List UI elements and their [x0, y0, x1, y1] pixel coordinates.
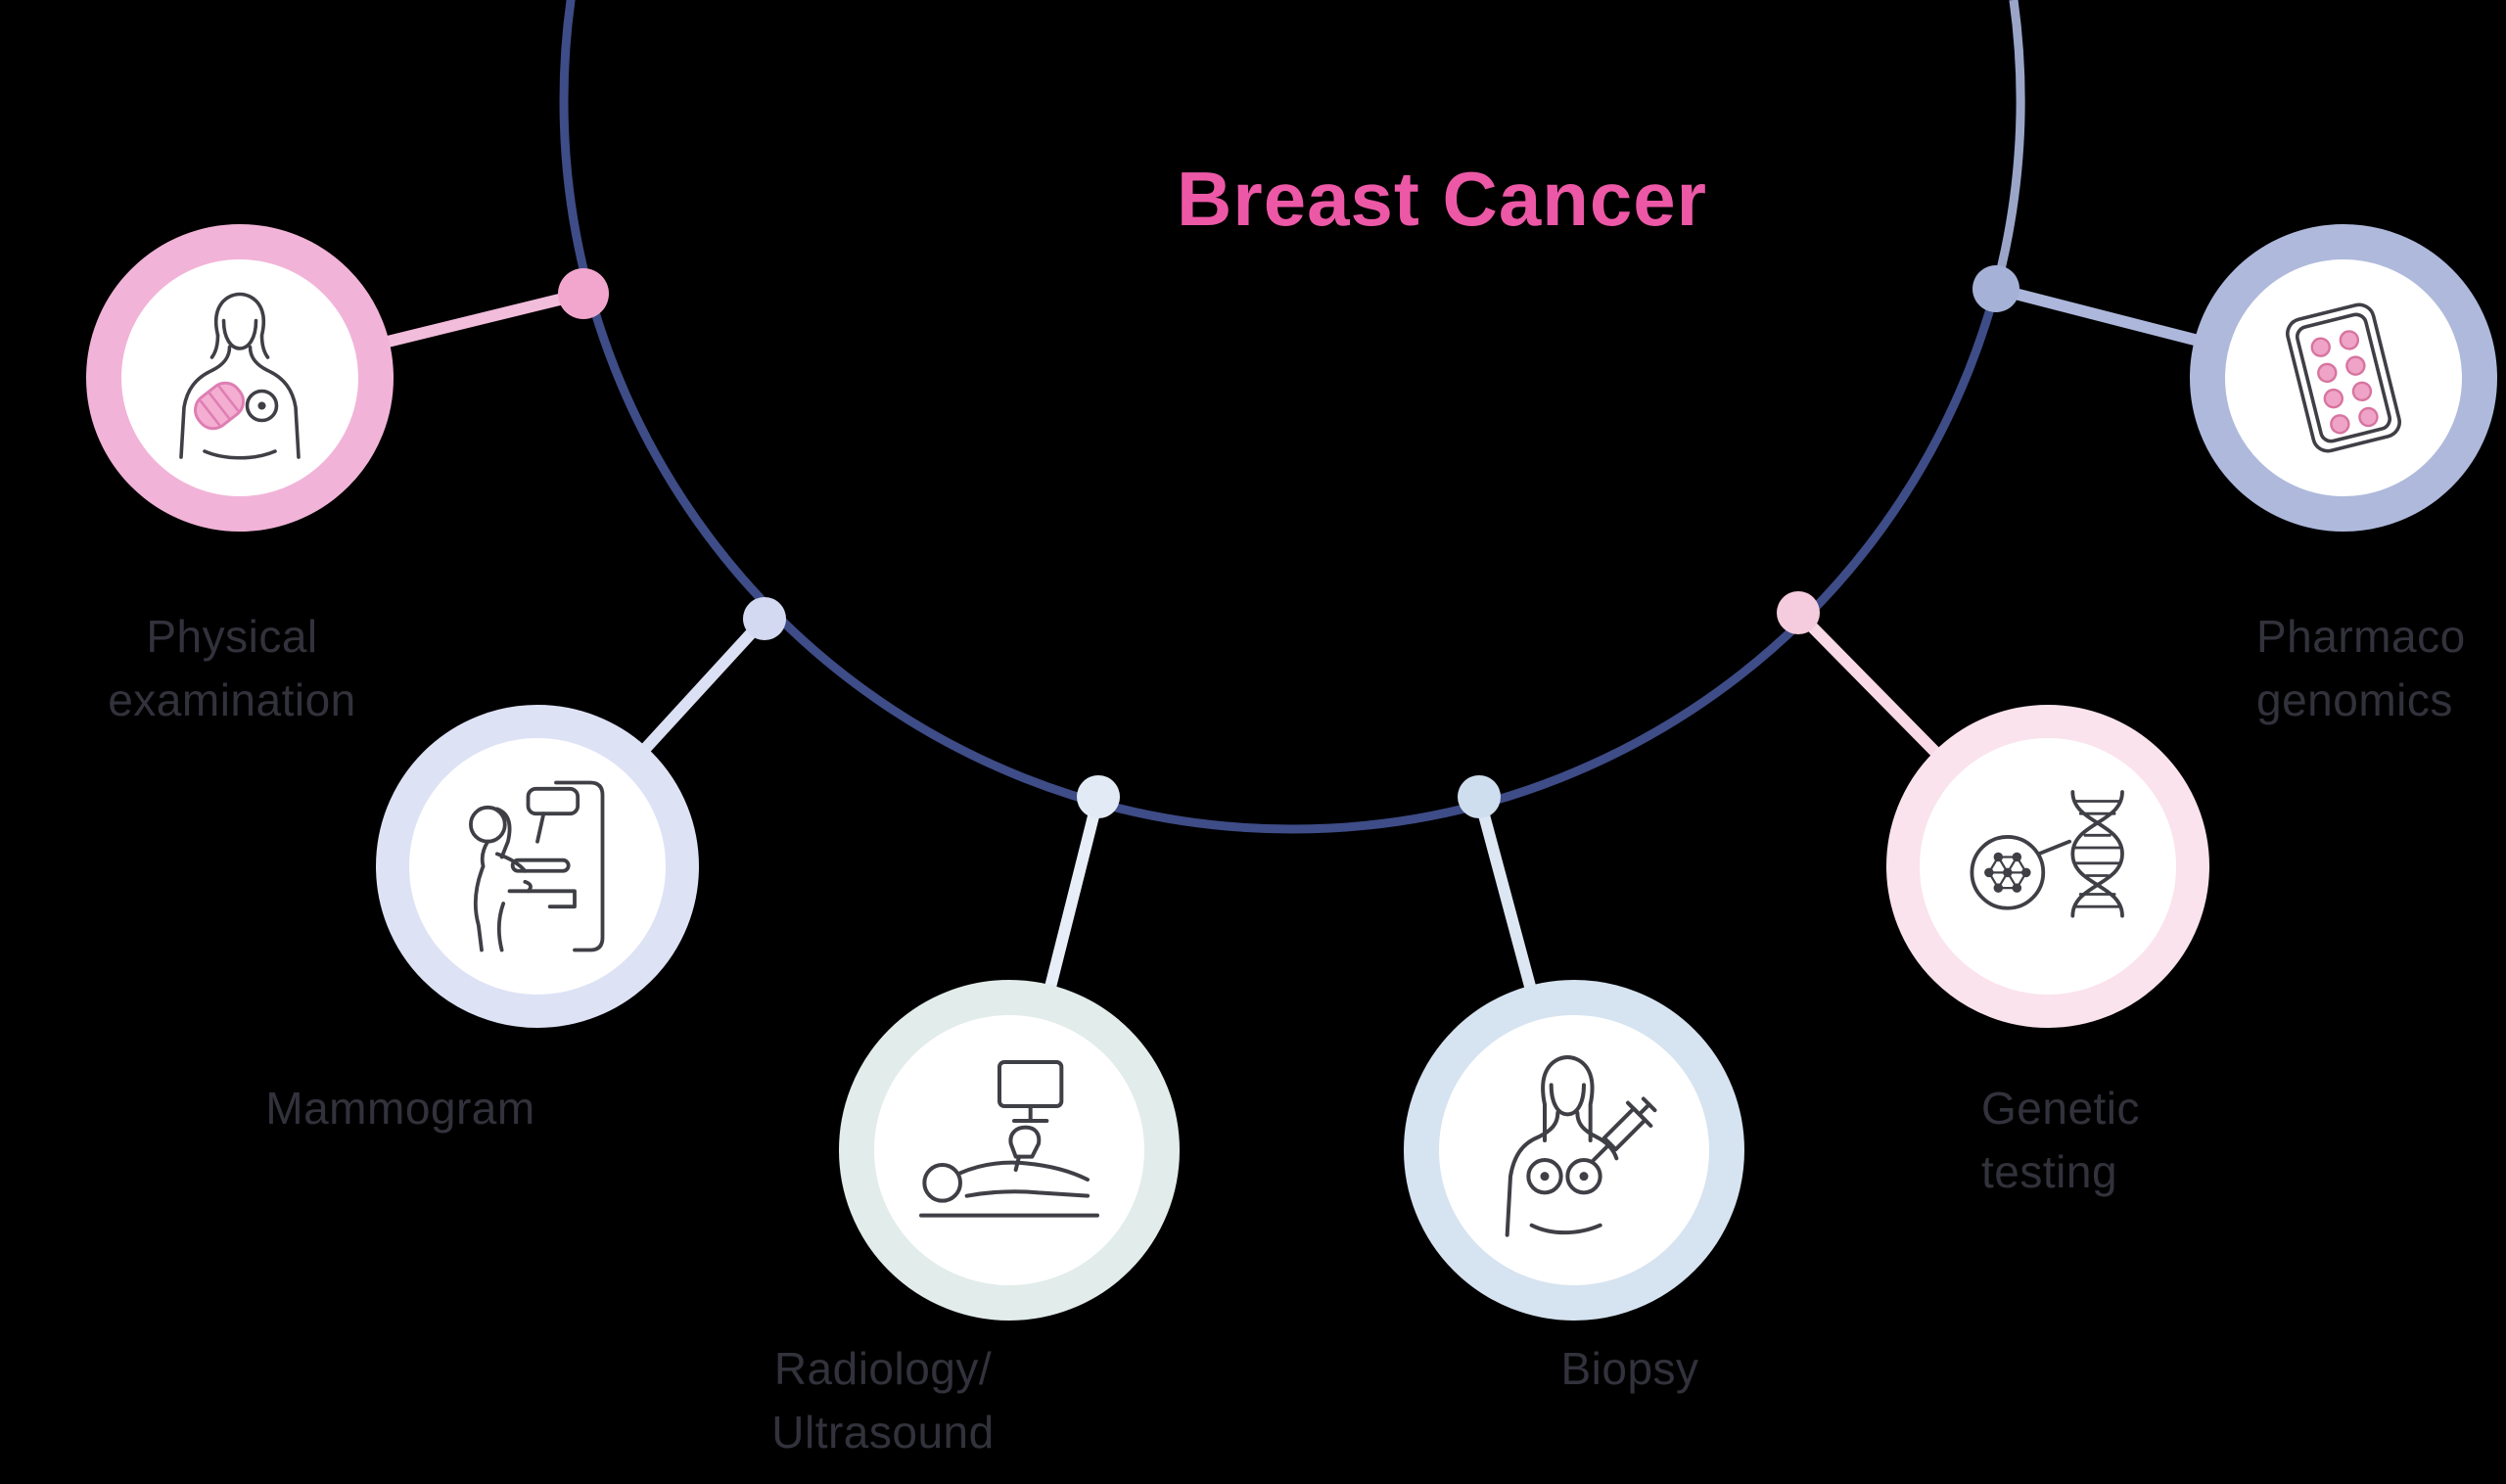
label-physical-examination: Physical examination — [108, 605, 356, 733]
pill-blister-icon — [2286, 302, 2401, 453]
main-arc-circle — [559, 0, 2025, 834]
page-title: Breast Cancer — [1177, 156, 1707, 242]
label-biopsy: Biopsy — [1560, 1337, 1698, 1401]
label-line: Genetic — [1981, 1083, 2141, 1134]
arc-node-physical — [558, 268, 609, 319]
node-circle-radiology-ultrasound — [839, 980, 1180, 1321]
label-line: Radiology/ — [773, 1343, 993, 1394]
ultrasound-icon — [919, 1060, 1099, 1218]
label-pharmacogenomics: Pharmaco genomics — [2256, 605, 2466, 733]
label-line: Physical — [146, 611, 318, 662]
self-exam-icon — [179, 292, 301, 460]
node-circle-physical-examination — [86, 224, 394, 532]
arc-node-genetic — [1777, 591, 1820, 634]
label-genetic-testing: Genetic testing — [1981, 1077, 2140, 1205]
label-line: Mammogram — [265, 1083, 535, 1134]
label-line: Biopsy — [1560, 1343, 1699, 1394]
node-circle-biopsy — [1404, 980, 1744, 1321]
node-circle-pharmacogenomics — [2190, 224, 2497, 532]
arc-node-pharma — [1972, 265, 2019, 312]
arc-node-radiology — [1077, 775, 1120, 818]
dna-molecule-icon — [1970, 790, 2124, 918]
arc-node-mammogram — [743, 597, 786, 640]
node-circle-genetic-testing — [1886, 705, 2209, 1028]
label-line: testing — [1981, 1146, 2118, 1198]
label-line: Pharmaco — [2256, 611, 2466, 662]
label-line: Ultrasound — [771, 1407, 995, 1459]
node-circle-mammogram — [376, 705, 699, 1028]
arc-node-biopsy — [1458, 775, 1501, 818]
biopsy-syringe-icon — [1505, 1055, 1657, 1237]
arc-light-segment — [1991, 0, 2025, 291]
label-line: genomics — [2256, 674, 2453, 726]
label-line: examination — [108, 674, 356, 726]
label-mammogram: Mammogram — [265, 1077, 534, 1140]
mammogram-machine-icon — [469, 780, 605, 952]
label-radiology-ultrasound: Radiology/ Ultrasound — [771, 1337, 994, 1465]
